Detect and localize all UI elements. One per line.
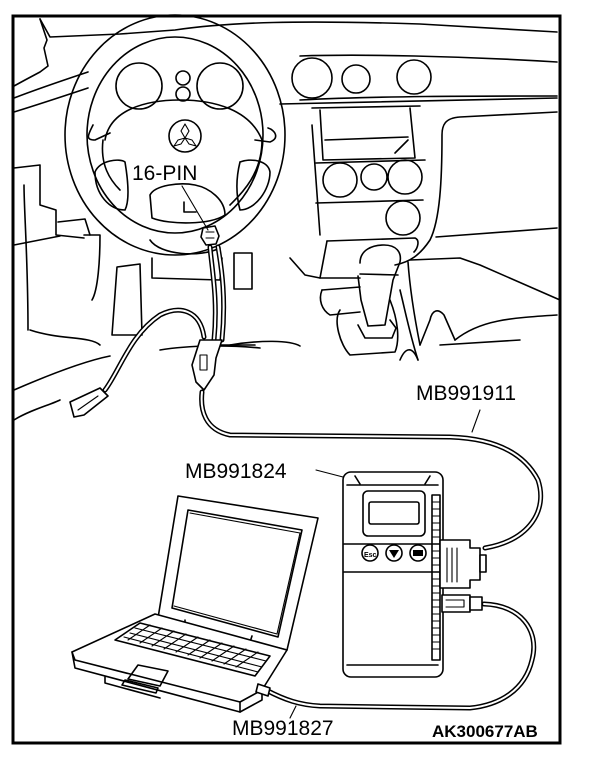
- button-escape-icon: Esc: [361, 544, 379, 562]
- leader-usb-cable: [289, 705, 297, 719]
- leader-harness-cable: [471, 409, 481, 433]
- mitsubishi-emblem-icon: [168, 119, 202, 153]
- leader-16-pin: [181, 185, 209, 231]
- plug-connector: [69, 387, 109, 418]
- label-interface-unit: MB991824: [185, 460, 287, 483]
- usb-plug: [441, 594, 483, 613]
- dashboard: [13, 18, 561, 421]
- figure-frame: [11, 14, 562, 745]
- diagnosis-connector: [200, 225, 220, 246]
- harness-cable: [69, 244, 544, 551]
- label-harness-cable: MB991911: [416, 382, 516, 405]
- steering-wheel: [64, 14, 286, 281]
- interface-unit: Esc: [342, 471, 487, 678]
- figure-code: AK300677AB: [432, 722, 538, 741]
- button-enter-icon: [409, 544, 427, 562]
- db-connector: [439, 539, 487, 589]
- usb-cable: [263, 601, 537, 711]
- label-16-pin: 16-PIN: [132, 162, 197, 185]
- laptop: [71, 495, 319, 713]
- label-usb-cable: MB991827: [232, 717, 334, 740]
- svg-text:Esc: Esc: [364, 552, 377, 559]
- leader-interface-unit: [315, 469, 344, 478]
- button-down-arrow-icon: [385, 544, 403, 562]
- keyboard: [114, 622, 271, 677]
